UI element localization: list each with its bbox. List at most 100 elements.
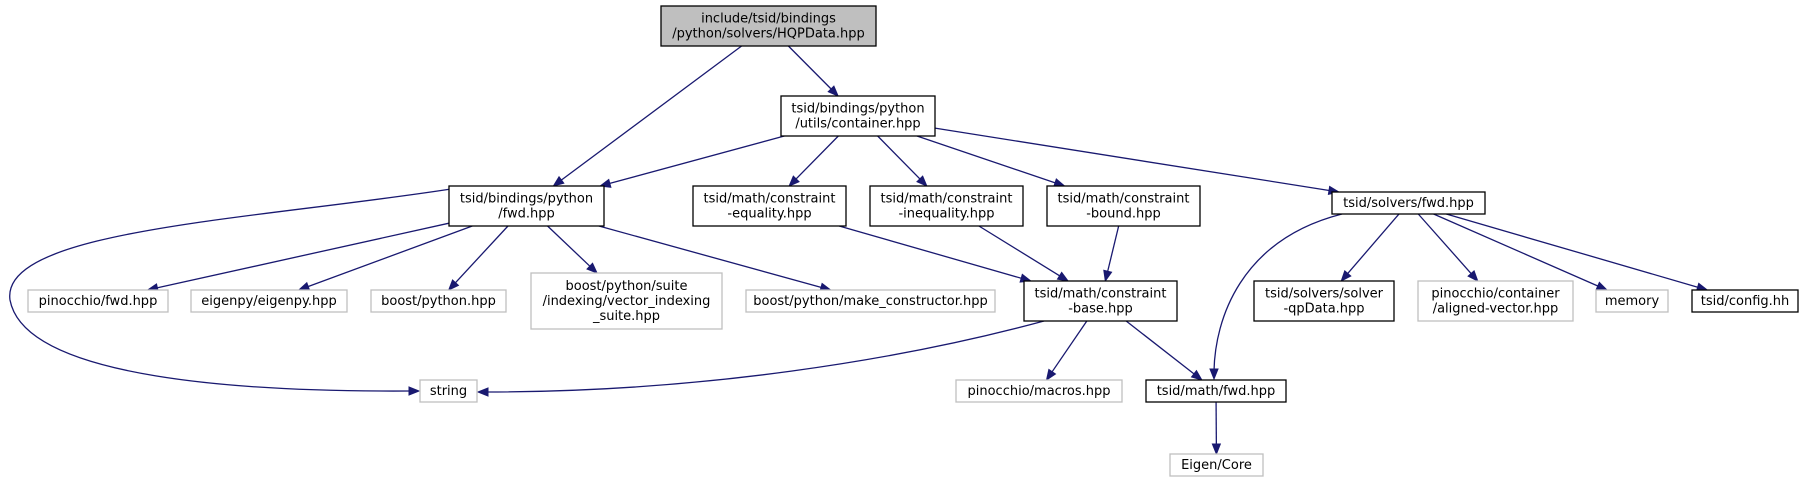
node-label: boost/python.hpp bbox=[381, 294, 496, 309]
node-boost-python-suite-indexing-vector-indexing-suite-hpp: boost/python/suite/indexing/vector_index… bbox=[530, 272, 723, 330]
node-label: pinocchio/container bbox=[1431, 287, 1560, 302]
arrowhead bbox=[1467, 270, 1479, 283]
node-label: tsid/bindings/python bbox=[460, 192, 593, 207]
node-tsid-bindings-python-fwd-hpp[interactable]: tsid/bindings/python/fwd.hpp bbox=[448, 185, 605, 227]
edge-line bbox=[9, 188, 452, 392]
node-tsid-math-constraint-base-hpp[interactable]: tsid/math/constraint-base.hpp bbox=[1023, 280, 1178, 322]
node-box bbox=[1417, 280, 1574, 322]
node-box bbox=[1253, 280, 1395, 322]
node-include-tsid-bindings-python-solvers-hqpdata-hpp[interactable]: include/tsid/bindings/python/solvers/HQP… bbox=[660, 5, 877, 47]
node-label: -equality.hpp bbox=[727, 207, 811, 222]
node-box bbox=[370, 289, 507, 313]
node-label: -bound.hpp bbox=[1086, 207, 1161, 222]
node-pinocchio-container-aligned-vector-hpp: pinocchio/container/aligned-vector.hpp bbox=[1417, 280, 1574, 322]
node-box bbox=[448, 185, 605, 227]
arrowhead bbox=[598, 178, 612, 188]
node-label: Eigen/Core bbox=[1181, 458, 1252, 473]
edge-line bbox=[978, 225, 1061, 277]
arrowhead bbox=[297, 281, 311, 291]
node-tsid-bindings-python-utils-container-hpp[interactable]: tsid/bindings/python/utils/container.hpp bbox=[780, 95, 936, 137]
arrowhead bbox=[1045, 368, 1057, 382]
edge-line bbox=[608, 135, 785, 185]
node-label: pinocchio/fwd.hpp bbox=[39, 294, 158, 309]
node-pinocchio-macros-hpp: pinocchio/macros.hpp bbox=[955, 379, 1123, 403]
edge-pyfwd-to-eigenpy bbox=[297, 225, 473, 291]
edge-pyfwd-to-string bbox=[9, 188, 452, 396]
edge-line bbox=[485, 320, 1045, 393]
node-tsid-math-constraint-bound-hpp[interactable]: tsid/math/constraint-bound.hpp bbox=[1046, 185, 1201, 227]
node-boost-python-make-constructor-hpp: boost/python/make_constructor.hpp bbox=[745, 289, 996, 313]
node-label: tsid/math/constraint bbox=[1035, 287, 1167, 302]
edge-cbase-to-macros bbox=[1045, 320, 1088, 382]
node-box bbox=[869, 185, 1024, 227]
node-memory: memory bbox=[1595, 289, 1669, 313]
node-box bbox=[1145, 379, 1287, 403]
node-box bbox=[530, 272, 723, 330]
edge-cbase-to-mathfwd bbox=[1125, 320, 1203, 381]
edge-line bbox=[1051, 320, 1088, 373]
node-label: pinocchio/macros.hpp bbox=[968, 384, 1111, 399]
node-box bbox=[1023, 280, 1178, 322]
edge-line bbox=[1346, 213, 1400, 275]
edge-pyfwd-to-pinfwd bbox=[146, 222, 450, 293]
node-box bbox=[955, 379, 1123, 403]
node-tsid-config-hh[interactable]: tsid/config.hh bbox=[1691, 289, 1799, 313]
edge-container-to-ceq bbox=[788, 135, 839, 187]
arrowhead bbox=[1103, 269, 1113, 283]
arrowhead bbox=[476, 387, 489, 397]
edge-line bbox=[1446, 213, 1699, 289]
node-box bbox=[1691, 289, 1799, 313]
node-tsid-solvers-fwd-hpp[interactable]: tsid/solvers/fwd.hpp bbox=[1331, 191, 1486, 215]
node-label: tsid/bindings/python bbox=[791, 102, 924, 117]
arrowhead bbox=[1595, 281, 1609, 291]
edge-line bbox=[547, 225, 591, 268]
arrowhead bbox=[827, 85, 840, 97]
node-label: tsid/math/constraint bbox=[704, 192, 836, 207]
arrowhead bbox=[788, 175, 800, 187]
node-box bbox=[1331, 191, 1486, 215]
edge-solversfwd-to-memory bbox=[1433, 213, 1609, 291]
node-label: memory bbox=[1605, 294, 1660, 309]
node-tsid-math-constraint-equality-hpp[interactable]: tsid/math/constraint-equality.hpp bbox=[692, 185, 847, 227]
node-box bbox=[660, 5, 877, 47]
edge-line bbox=[795, 135, 839, 181]
node-label: include/tsid/bindings bbox=[701, 12, 836, 27]
edge-line bbox=[454, 225, 509, 284]
arrowhead bbox=[1056, 271, 1070, 282]
node-eigen-core: Eigen/Core bbox=[1169, 453, 1264, 477]
edge-container-to-pyfwd bbox=[598, 135, 785, 188]
edge-root-to-container bbox=[787, 45, 840, 97]
arrowhead bbox=[1190, 369, 1203, 381]
node-label: eigenpy/eigenpy.hpp bbox=[201, 294, 337, 309]
node-tsid-solvers-solver-qpdata-hpp[interactable]: tsid/solvers/solver-qpData.hpp bbox=[1253, 280, 1395, 322]
node-label: tsid/solvers/fwd.hpp bbox=[1343, 196, 1474, 211]
node-box bbox=[1169, 453, 1264, 477]
edge-container-to-cineq bbox=[877, 135, 928, 187]
edge-container-to-solversfwd bbox=[934, 127, 1341, 196]
node-box bbox=[27, 289, 169, 313]
arrowhead bbox=[1211, 443, 1222, 456]
node-box bbox=[692, 185, 847, 227]
file-nodes: include/tsid/bindings/python/solvers/HQP… bbox=[27, 5, 1799, 477]
arrowhead bbox=[552, 175, 565, 187]
edge-line bbox=[1417, 213, 1473, 275]
edge-line bbox=[877, 135, 921, 181]
node-label: tsid/config.hh bbox=[1701, 294, 1790, 309]
node-tsid-math-fwd-hpp[interactable]: tsid/math/fwd.hpp bbox=[1145, 379, 1287, 403]
edge-cbase-to-string bbox=[476, 320, 1045, 397]
node-label: /utils/container.hpp bbox=[795, 117, 920, 132]
node-box bbox=[1595, 289, 1669, 313]
node-boost-python-hpp: boost/python.hpp bbox=[370, 289, 507, 313]
edge-line bbox=[1213, 213, 1343, 372]
arrowhead bbox=[586, 262, 599, 274]
edge-line bbox=[1125, 320, 1196, 375]
node-label: boost/python/make_constructor.hpp bbox=[753, 294, 987, 309]
edge-solversfwd-to-qpdata bbox=[1340, 213, 1400, 283]
node-label: string bbox=[430, 384, 467, 399]
node-tsid-math-constraint-inequality-hpp[interactable]: tsid/math/constraint-inequality.hpp bbox=[869, 185, 1024, 227]
edge-cineq-to-cbase bbox=[978, 225, 1070, 282]
arrowhead bbox=[916, 175, 928, 187]
node-label: tsid/solvers/solver bbox=[1265, 287, 1384, 302]
edge-solversfwd-to-config bbox=[1446, 213, 1709, 292]
